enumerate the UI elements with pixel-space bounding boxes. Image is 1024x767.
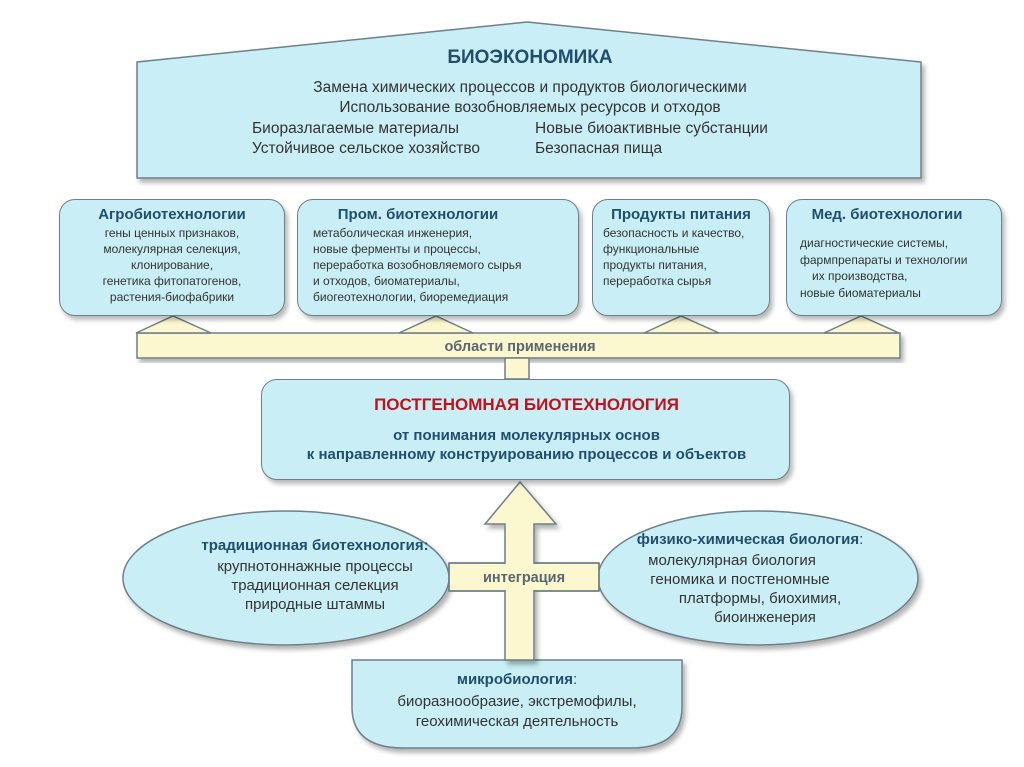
agrobiotech-title: Агробиотехнологии [98, 206, 246, 223]
medical-biotech-items: диагностические системы, фармпрепараты и… [787, 235, 1001, 301]
industrial-biotech-items: метаболическая инженерия, новые ферменты… [298, 226, 578, 306]
integration-label: интеграция [482, 570, 566, 586]
medical-biotech-item: диагностические системы, [800, 236, 949, 250]
industrial-biotech-item: новые ферменты и процессы, [313, 241, 481, 256]
traditional-biotech-item: природные штаммы [244, 596, 385, 613]
microbiology-shape [351, 659, 683, 749]
roof-col-right-item: Новые биоактивные субстанции [535, 120, 768, 137]
microbiology-items: биоразнообразие, экстремофилы, геохимиче… [352, 692, 682, 732]
beam-support-2 [398, 315, 474, 334]
agrobiotech-item: клонирование, [130, 257, 214, 272]
physchem-biology-title-suffix: : [859, 531, 864, 548]
agrobiotech-item: растения-биофабрики [109, 289, 235, 304]
medical-biotech-box: Мед. биотехнологии диагностические систе… [786, 199, 1002, 316]
roof-col-right: Новые биоактивные субстанции Безопасная … [535, 119, 768, 159]
beam-support-4 [823, 315, 900, 334]
physchem-biology-title-wrap: физико-химическая биология: [600, 531, 900, 550]
medical-biotech-item: новые биоматериалы [800, 285, 921, 300]
roof-col-left: Биоразлагаемые материалы Устойчивое сель… [252, 119, 480, 159]
physchem-biology-item: молекулярная биология [648, 552, 816, 569]
medical-biotech-item: фармпрепараты и технологии [800, 252, 968, 267]
postgenomic-box: ПОСТГЕНОМНАЯ БИОТЕХНОЛОГИЯ от понимания … [261, 379, 790, 480]
food-products-title: Продукты питания [611, 206, 751, 223]
microbiology-title: микробиология [456, 671, 573, 688]
agrobiotech-item: молекулярная селекция, [103, 241, 241, 256]
application-beam [136, 332, 901, 359]
roof-col-left-item: Биоразлагаемые материалы [252, 120, 459, 137]
medical-biotech-title: Мед. биотехнологии [811, 206, 963, 223]
agrobiotech-box: Агробиотехнологии гены ценных признаков,… [59, 199, 285, 316]
medical-biotech-item: их производства, [812, 269, 908, 284]
microbiology-item: геохимическая деятельность [415, 713, 619, 730]
beam-support-3 [643, 315, 720, 334]
industrial-biotech-item: переработка возобновляемого сырья [313, 257, 522, 272]
roof-col-left-item: Устойчивое сельское хозяйство [252, 140, 481, 157]
beam-stem [504, 357, 530, 380]
agrobiotech-item: генетика фитопатогенов, [102, 273, 242, 288]
food-products-item: переработка сырья [603, 273, 712, 288]
physchem-biology-item: геномика и постгеномные [650, 571, 830, 588]
physchem-biology-item: биоинженерия [714, 609, 816, 626]
postgenomic-line-2: к направленному конструированию процессо… [306, 446, 747, 463]
traditional-biotech-item: крупнотоннажные процессы [217, 558, 413, 575]
food-products-item: продукты питания, [603, 257, 707, 272]
roof-line-2: Использование возобновляемых ресурсов и … [339, 99, 721, 116]
beam-support-1 [135, 315, 212, 334]
bioeconomy-roof [136, 21, 922, 179]
roof-title: БИОЭКОНОМИКА [447, 47, 613, 68]
beam-label: области применения [444, 339, 596, 355]
microbiology-title-suffix: : [572, 671, 578, 688]
roof-col-right-item: Безопасная пища [535, 140, 663, 157]
postgenomic-line-1: от понимания молекулярных основ [393, 427, 660, 444]
traditional-biotech-title: традиционная биотехнология: [201, 537, 429, 554]
traditional-biotech-item: традиционная селекция [231, 577, 399, 594]
industrial-biotech-item: метаболическая инженерия, [313, 226, 473, 240]
physchem-biology-item: платформы, биохимия, [678, 590, 842, 607]
agrobiotech-items: гены ценных признаков, молекулярная селе… [60, 226, 284, 306]
industrial-biotech-box: Пром. биотехнологии метаболическая инжен… [297, 199, 579, 316]
microbiology-title-wrap: микробиология: [352, 671, 682, 690]
agrobiotech-item: гены ценных признаков, [104, 226, 240, 240]
food-products-items: безопасность и качество, функциональные … [593, 226, 769, 290]
food-products-item: функциональные [603, 241, 700, 256]
roof-line-1: Замена химических процессов и продуктов … [313, 79, 747, 96]
industrial-biotech-item: и отходов, биоматериалы, [313, 273, 460, 288]
industrial-biotech-title: Пром. биотехнологии [337, 206, 499, 223]
industrial-biotech-item: биогеотехнологии, биоремедиация [313, 289, 509, 304]
physchem-biology-title: физико-химическая биология [636, 531, 860, 548]
food-products-box: Продукты питания безопасность и качество… [592, 199, 770, 316]
traditional-biotech-items: крупнотоннажные процессы традиционная се… [170, 557, 460, 614]
food-products-item: безопасность и качество, [603, 226, 745, 240]
physchem-biology-items: молекулярная биология геномика и постген… [600, 551, 900, 627]
postgenomic-title: ПОСТГЕНОМНАЯ БИОТЕХНОЛОГИЯ [374, 395, 679, 414]
microbiology-item: биоразнообразие, экстремофилы, [397, 693, 637, 710]
